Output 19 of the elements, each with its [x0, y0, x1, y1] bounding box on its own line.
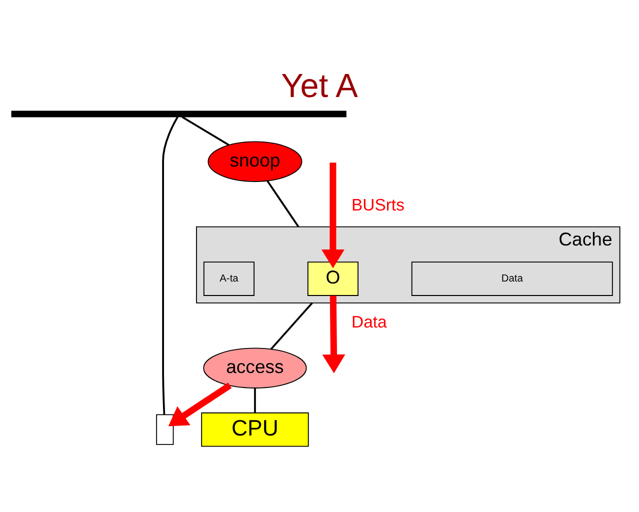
arrow [322, 295, 346, 373]
arrow [168, 382, 232, 426]
node-box: Data [411, 261, 613, 296]
node-box [156, 414, 174, 444]
node-bar [11, 110, 346, 117]
connector [254, 387, 256, 412]
arrow [321, 162, 344, 268]
connector [182, 116, 230, 146]
connector [162, 116, 178, 414]
node-ellipse: access [203, 347, 307, 388]
node-box: O [307, 261, 358, 296]
connector [266, 180, 300, 227]
node-box: A-ta [203, 261, 255, 296]
edge-label: Data [352, 312, 387, 331]
node-box: CPU [201, 412, 309, 446]
diagram-title: Yet A [281, 68, 358, 105]
edge-label: BUSrts [352, 194, 404, 214]
node-ellipse: snoop [208, 140, 302, 182]
connector [270, 302, 313, 350]
